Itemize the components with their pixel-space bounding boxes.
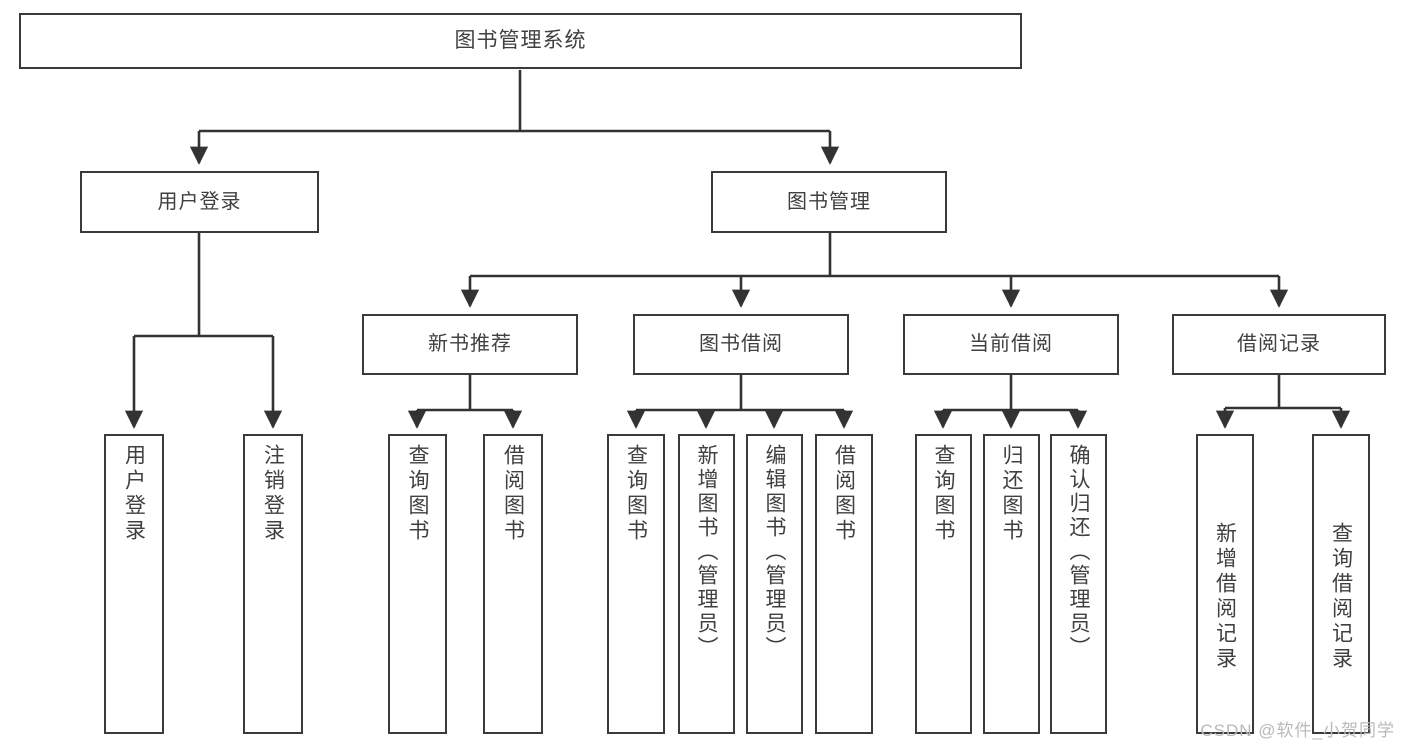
node-user-login[interactable]: 用户登录 [80,171,319,233]
node-user-login-label: 用户登录 [157,190,242,213]
node-leaf-logout-label: 注销登录 [261,444,285,544]
node-leaf-confirm-return-label: 确认归还（管理员） [1067,444,1090,660]
node-new-book-recommend[interactable]: 新书推荐 [362,314,578,375]
node-leaf-confirm-return[interactable]: 确认归还（管理员） [1050,434,1107,734]
node-root-label: 图书管理系统 [454,28,587,52]
node-leaf-borrow-book-1[interactable]: 借阅图书 [483,434,543,734]
node-leaf-query-book-1-label: 查询图书 [406,444,429,544]
node-leaf-return-book[interactable]: 归还图书 [983,434,1040,734]
node-book-borrow-label: 图书借阅 [699,333,783,355]
node-current-borrow-label: 当前借阅 [969,333,1053,355]
node-leaf-query-book-3-label: 查询图书 [932,444,955,544]
node-leaf-borrow-book-2-label: 借阅图书 [832,444,856,544]
node-leaf-user-login[interactable]: 用户登录 [104,434,164,734]
node-leaf-borrow-book-2[interactable]: 借阅图书 [815,434,873,734]
node-leaf-edit-book-label: 编辑图书（管理员） [763,444,786,660]
node-leaf-user-login-label: 用户登录 [122,444,146,544]
node-leaf-edit-book[interactable]: 编辑图书（管理员） [746,434,803,734]
node-new-book-recommend-label: 新书推荐 [428,333,512,355]
node-leaf-query-book-1[interactable]: 查询图书 [388,434,447,734]
node-borrow-record-label: 借阅记录 [1237,333,1321,355]
node-leaf-query-book-2[interactable]: 查询图书 [607,434,665,734]
node-leaf-add-record-label: 新增借阅记录 [1213,522,1237,672]
node-leaf-query-book-2-label: 查询图书 [624,444,648,544]
node-leaf-logout[interactable]: 注销登录 [243,434,303,734]
node-leaf-add-book-label: 新增图书（管理员） [695,444,718,660]
node-book-manage-label: 图书管理 [787,190,871,213]
node-leaf-query-record[interactable]: 查询借阅记录 [1312,434,1370,734]
node-book-borrow[interactable]: 图书借阅 [633,314,849,375]
node-leaf-query-book-3[interactable]: 查询图书 [915,434,972,734]
node-borrow-record[interactable]: 借阅记录 [1172,314,1386,375]
node-leaf-return-book-label: 归还图书 [1000,444,1023,544]
node-current-borrow[interactable]: 当前借阅 [903,314,1119,375]
node-leaf-add-record[interactable]: 新增借阅记录 [1196,434,1254,734]
node-leaf-borrow-book-1-label: 借阅图书 [501,444,525,544]
node-leaf-add-book[interactable]: 新增图书（管理员） [678,434,735,734]
node-root[interactable]: 图书管理系统 [19,13,1022,69]
node-leaf-query-record-label: 查询借阅记录 [1329,522,1353,672]
node-book-manage[interactable]: 图书管理 [711,171,947,233]
